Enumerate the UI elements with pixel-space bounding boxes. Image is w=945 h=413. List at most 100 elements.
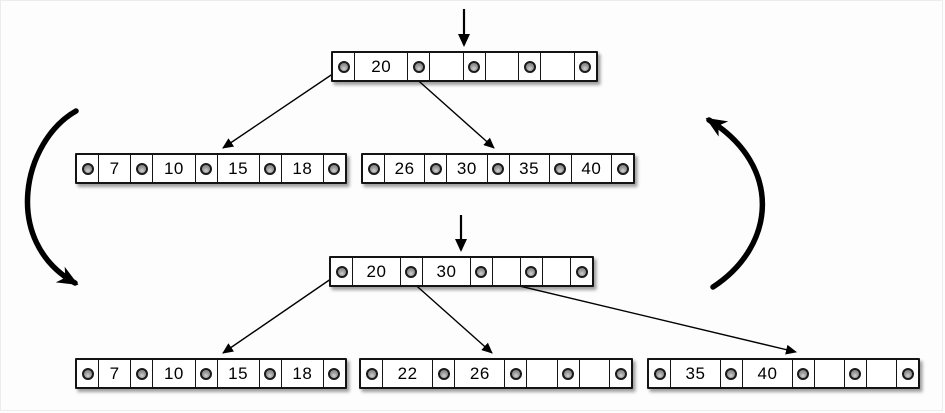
key-cell: 35 [671,360,721,387]
pointer-cell [425,155,448,182]
pointer-dot-icon [200,162,213,175]
pointer-dot-icon [264,367,277,380]
key-cell: 15 [218,155,260,182]
key-cell: 40 [743,360,793,387]
key-cell: 15 [218,360,260,387]
key-cell: 7 [99,360,132,387]
pointer-dot-icon [367,162,380,175]
pointer-cell [558,360,580,387]
pointer-dot-icon [200,367,213,380]
pointer-cell [324,155,345,182]
pointer-dot-icon [81,162,94,175]
key-cell: 7 [99,155,132,182]
btree-node-before-root: 20 [331,51,598,82]
pointer-dot-icon [412,60,425,73]
pointer-dot-icon [523,60,536,73]
key-cell [580,360,611,387]
pointer-cell [521,258,543,285]
key-cell: 18 [282,360,324,387]
pointer-cell [331,258,353,285]
cycle-arrow-down-icon [24,108,79,286]
pointer-dot-icon [328,162,341,175]
pointer-cell [131,155,154,182]
pointer-cell [897,360,918,387]
pointer-dot-icon [554,162,567,175]
pointer-cell [131,360,154,387]
pointer-cell [571,258,592,285]
btree-node-before-child-0: 7 10 15 18 [75,153,347,184]
edge-after-root-to-child-0 [222,271,342,354]
pointer-dot-icon [335,265,348,278]
edge-before-root-to-child-0 [222,66,344,149]
pointer-dot-icon [429,162,442,175]
pointer-cell [488,155,510,182]
key-cell: 26 [385,155,426,182]
pointer-cell [196,155,218,182]
pointer-dot-icon [264,162,277,175]
key-cell: 20 [355,53,409,80]
pointer-cell [333,53,355,80]
key-cell: 22 [383,360,434,387]
pointer-dot-icon [562,367,575,380]
pointer-dot-icon [797,367,810,380]
pointer-dot-icon [614,367,627,380]
btree-node-after-child-2: 35 40 [647,358,920,389]
pointer-dot-icon [579,60,592,73]
btree-node-after-root: 20 30 [329,256,594,287]
pointer-dot-icon [475,265,488,278]
key-cell [486,53,520,80]
pointer-dot-icon [405,265,418,278]
pointer-cell [845,360,867,387]
pointer-dot-icon [468,60,481,73]
key-cell: 20 [353,258,401,285]
pointer-dot-icon [616,162,629,175]
key-cell: 18 [282,155,324,182]
key-cell [867,360,898,387]
pointer-cell [519,53,542,80]
pointer-dot-icon [337,60,350,73]
pointer-cell [196,360,218,387]
pointer-dot-icon [575,265,588,278]
pointer-dot-icon [135,162,148,175]
key-cell [527,360,558,387]
pointer-dot-icon [653,367,666,380]
pointer-dot-icon [135,367,148,380]
pointer-dot-icon [509,367,522,380]
pointer-cell [433,360,456,387]
btree-node-after-child-1: 22 26 [359,358,633,389]
pointer-cell [260,360,282,387]
key-cell [543,258,572,285]
pointer-cell [610,360,631,387]
key-cell [493,258,521,285]
key-cell: 10 [153,360,196,387]
pointer-cell [260,155,282,182]
pointer-dot-icon [328,367,341,380]
key-cell: 30 [447,155,488,182]
pointer-cell [464,53,486,80]
pointer-dot-icon [81,367,94,380]
btree-node-after-child-0: 7 10 15 18 [75,358,347,389]
pointer-dot-icon [849,367,862,380]
pointer-cell [361,360,383,387]
key-cell [541,53,575,80]
cycle-arrow-up-icon [705,117,766,290]
key-cell [815,360,845,387]
pointer-dot-icon [437,367,450,380]
key-cell: 30 [423,258,471,285]
pointer-cell [505,360,528,387]
btree-node-before-child-1: 26 30 35 40 [361,153,635,184]
key-cell: 40 [572,155,612,182]
pointer-cell [363,155,385,182]
pointer-cell [471,258,493,285]
pointer-dot-icon [901,367,914,380]
pointer-dot-icon [525,265,538,278]
pointer-cell [612,155,633,182]
pointer-dot-icon [725,367,738,380]
pointer-dot-icon [492,162,504,175]
pointer-cell [324,360,345,387]
key-cell: 26 [455,360,506,387]
pointer-cell [550,155,572,182]
key-cell [430,53,464,80]
pointer-cell [408,53,431,80]
